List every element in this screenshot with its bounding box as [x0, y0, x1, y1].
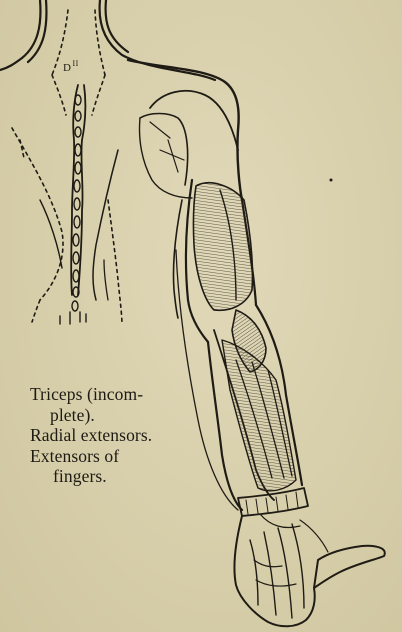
deltoid-outline	[150, 91, 238, 150]
caption-line-3: Radial extensors.	[30, 425, 152, 446]
figure-caption: Triceps (incom- plete). Radial extensors…	[30, 384, 152, 487]
caption-line-4: Extensors of	[30, 446, 152, 467]
caption-line-5: fingers.	[30, 466, 152, 487]
speck-dot	[330, 179, 333, 182]
segment-letter: D	[63, 62, 71, 74]
hand-outline	[234, 516, 384, 626]
segment-label: DII	[63, 62, 78, 74]
caption-line-2: plete).	[30, 405, 152, 426]
caption-line-1: Triceps (incom-	[30, 384, 152, 405]
segment-number: II	[72, 59, 78, 68]
spinal-column	[71, 85, 85, 295]
